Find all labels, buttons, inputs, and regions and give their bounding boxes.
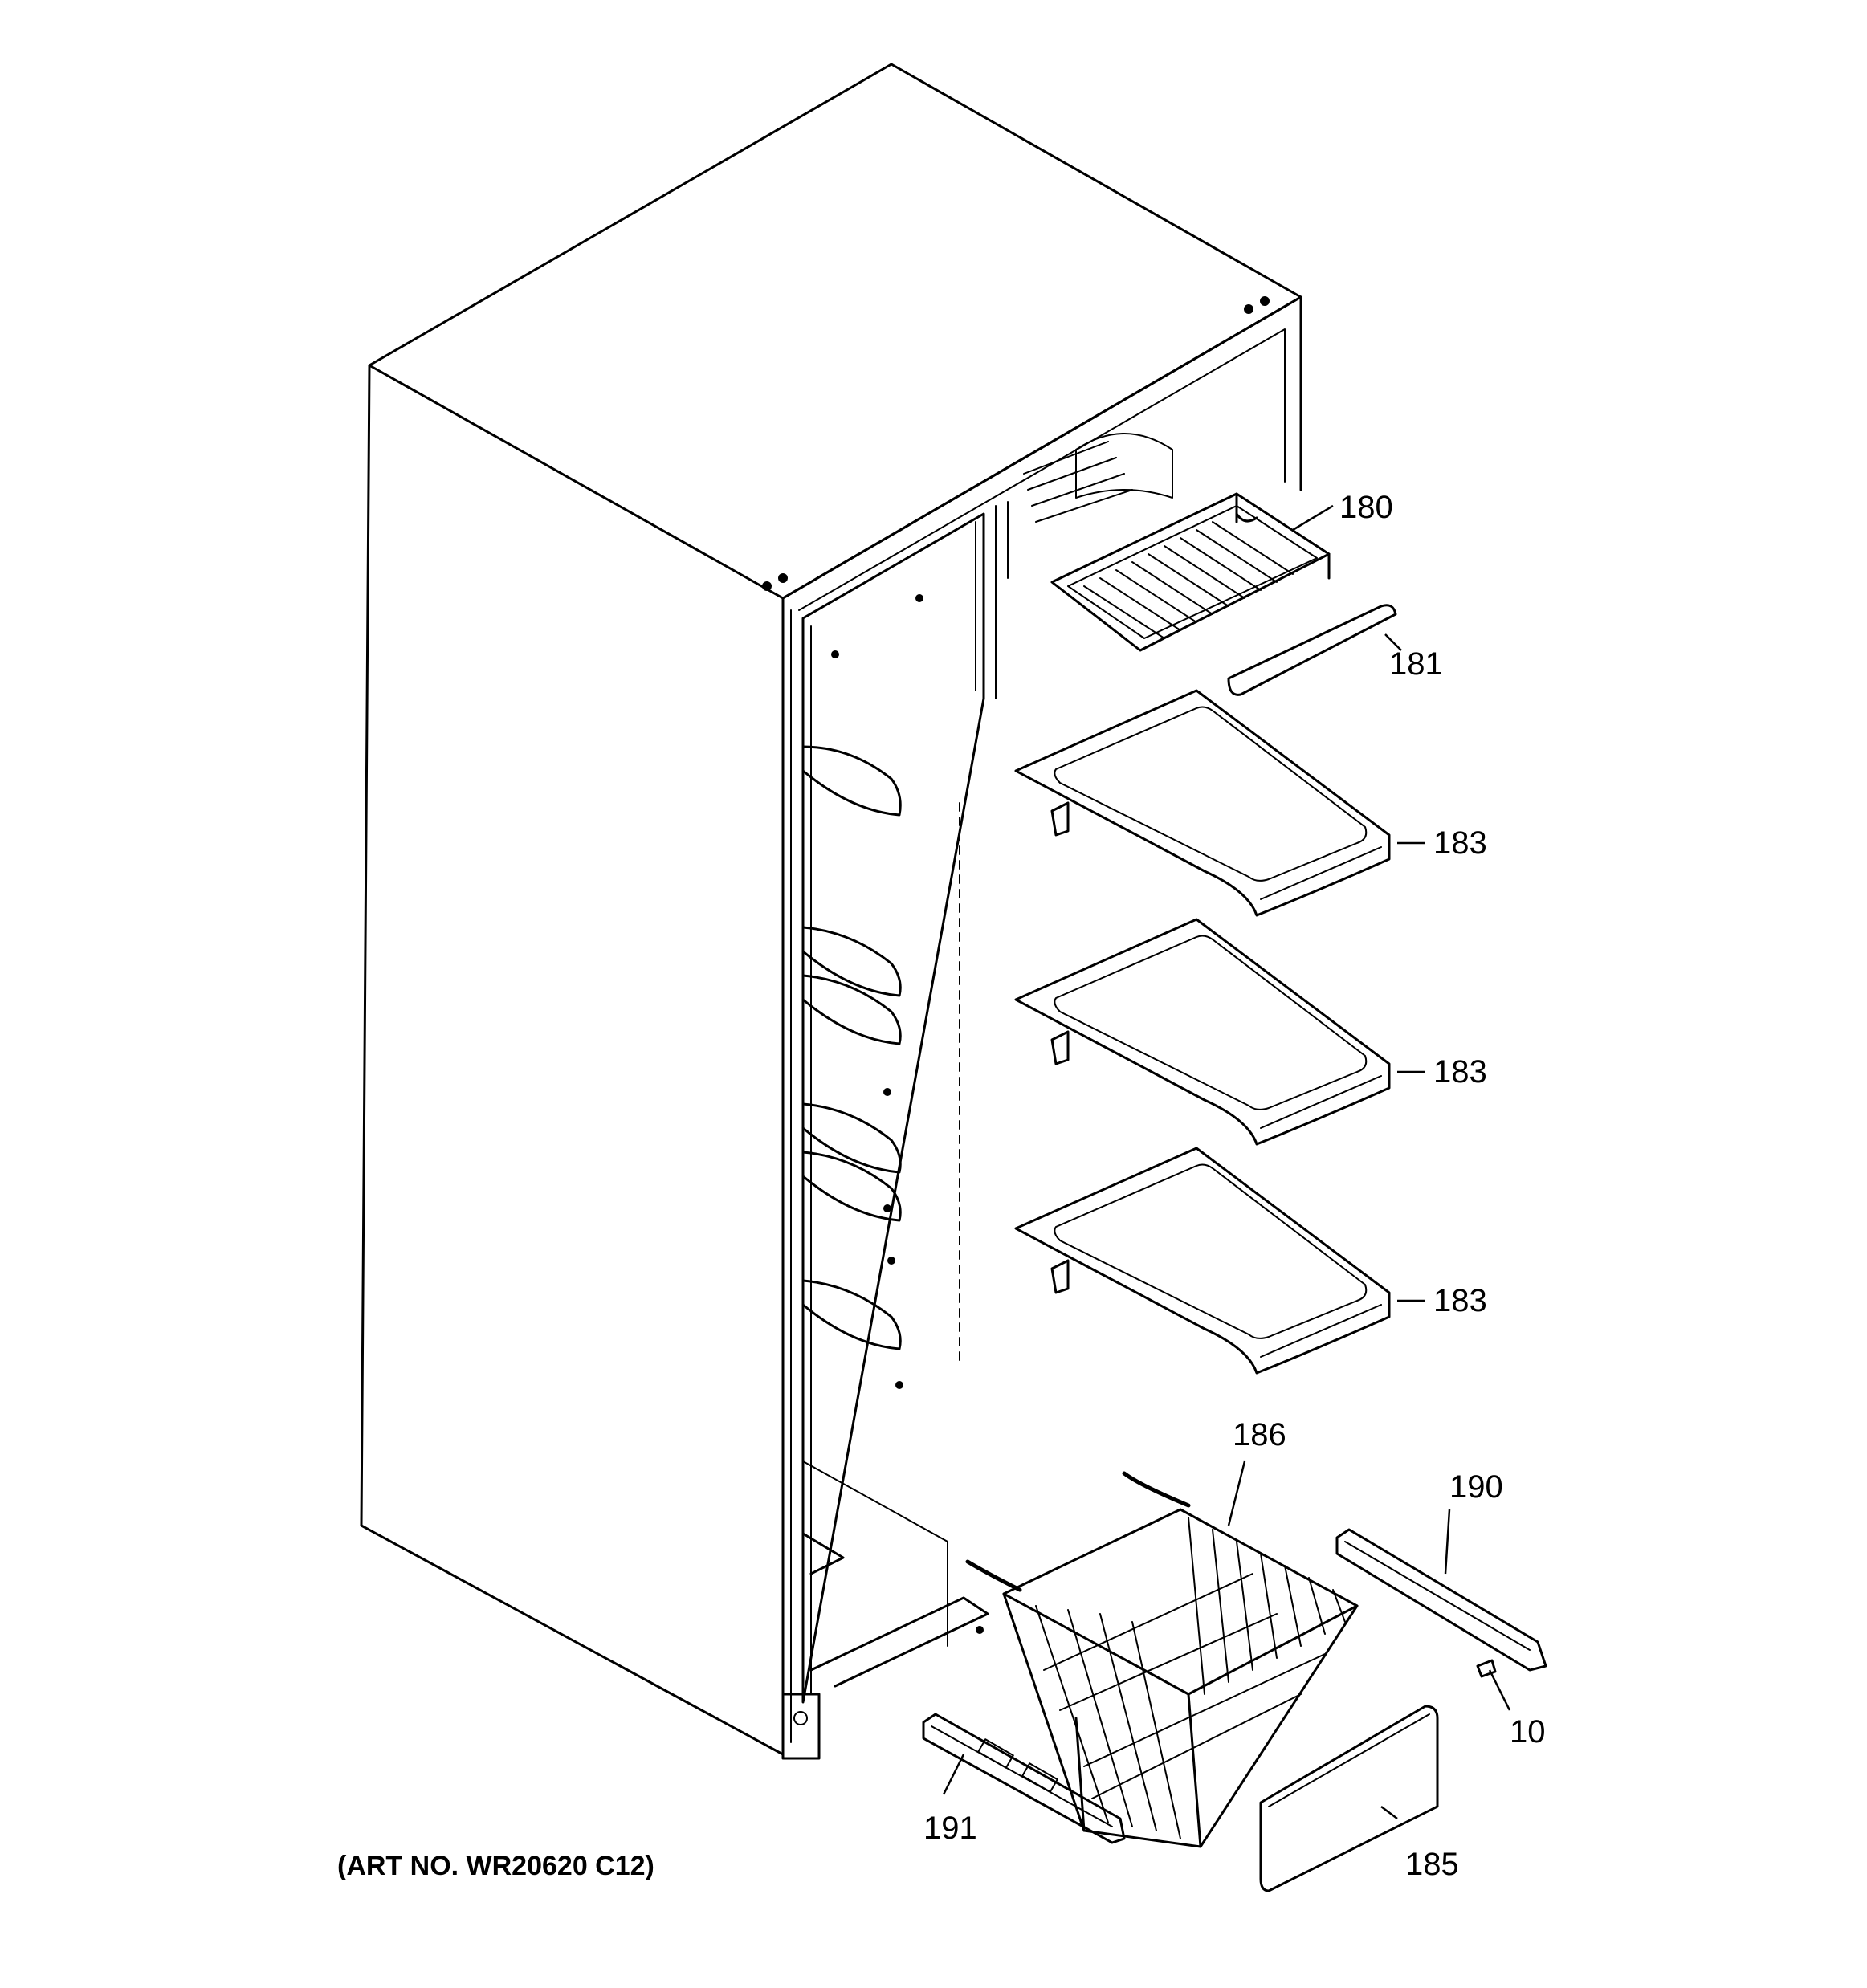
wire-basket-part: [965, 1471, 1359, 1848]
callout-185: 185: [1405, 1847, 1459, 1882]
callout-183-bottom: 183: [1433, 1283, 1487, 1318]
cabinet: [360, 63, 1302, 1760]
glass-shelf-part-2: [1014, 918, 1391, 1146]
wire-shelf-part: [1050, 492, 1331, 652]
right-slide-part: [1335, 1528, 1547, 1672]
leader-lines: [942, 504, 1511, 1819]
callout-190: 190: [1449, 1469, 1503, 1505]
callout-10: 10: [1510, 1714, 1546, 1750]
art-number: (ART NO. WR20620 C12): [337, 1851, 654, 1881]
callout-183-top: 183: [1433, 825, 1487, 861]
callout-191: 191: [923, 1811, 977, 1846]
callout-180: 180: [1339, 490, 1393, 525]
screw-part: [1476, 1659, 1497, 1678]
callout-186: 186: [1233, 1417, 1286, 1452]
callout-183-middle: 183: [1433, 1054, 1487, 1090]
glass-shelf-part-3: [1014, 1147, 1391, 1375]
shelf-trim-part: [1227, 604, 1397, 696]
callout-181: 181: [1389, 646, 1443, 682]
left-slide-part: [922, 1713, 1126, 1844]
basket-front-part: [1259, 1705, 1439, 1892]
glass-shelf-part-1: [1014, 689, 1391, 917]
